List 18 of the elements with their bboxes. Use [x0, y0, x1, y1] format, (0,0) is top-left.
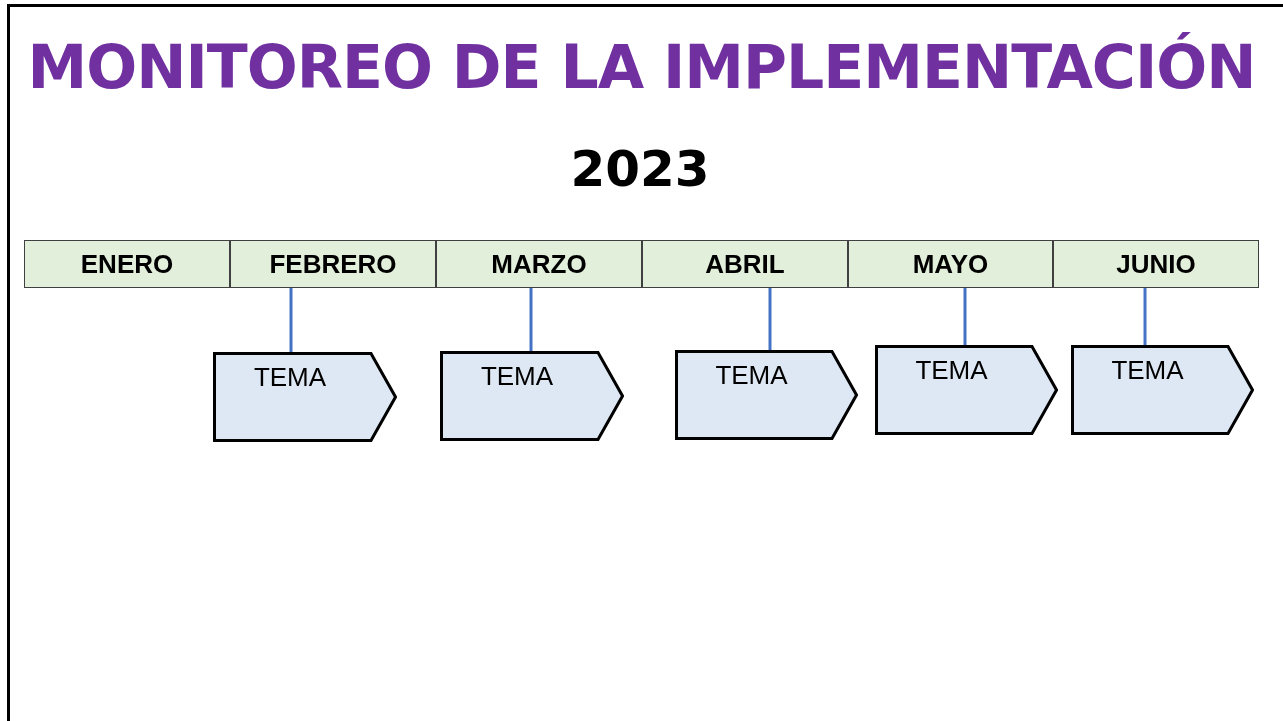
- month-cell: MAYO: [848, 240, 1053, 288]
- topic-tag: TEMA: [875, 345, 1058, 435]
- month-cell: FEBRERO: [230, 240, 436, 288]
- topic-tag: TEMA: [1071, 345, 1254, 435]
- connector-line: [529, 288, 533, 351]
- month-cell: ENERO: [24, 240, 230, 288]
- topic-tag: TEMA: [440, 351, 624, 441]
- month-cell: ABRIL: [642, 240, 848, 288]
- connector-line: [963, 288, 967, 345]
- connector-line: [768, 288, 772, 350]
- connector-line: [289, 288, 293, 352]
- connector-line: [1143, 288, 1147, 345]
- topic-tag: TEMA: [213, 352, 397, 442]
- year-heading: 2023: [569, 140, 711, 198]
- month-cell: MARZO: [436, 240, 642, 288]
- month-cell: JUNIO: [1053, 240, 1259, 288]
- slide-title: MONITOREO DE LA IMPLEMENTACIÓN: [26, 32, 1257, 102]
- topic-tag: TEMA: [675, 350, 858, 440]
